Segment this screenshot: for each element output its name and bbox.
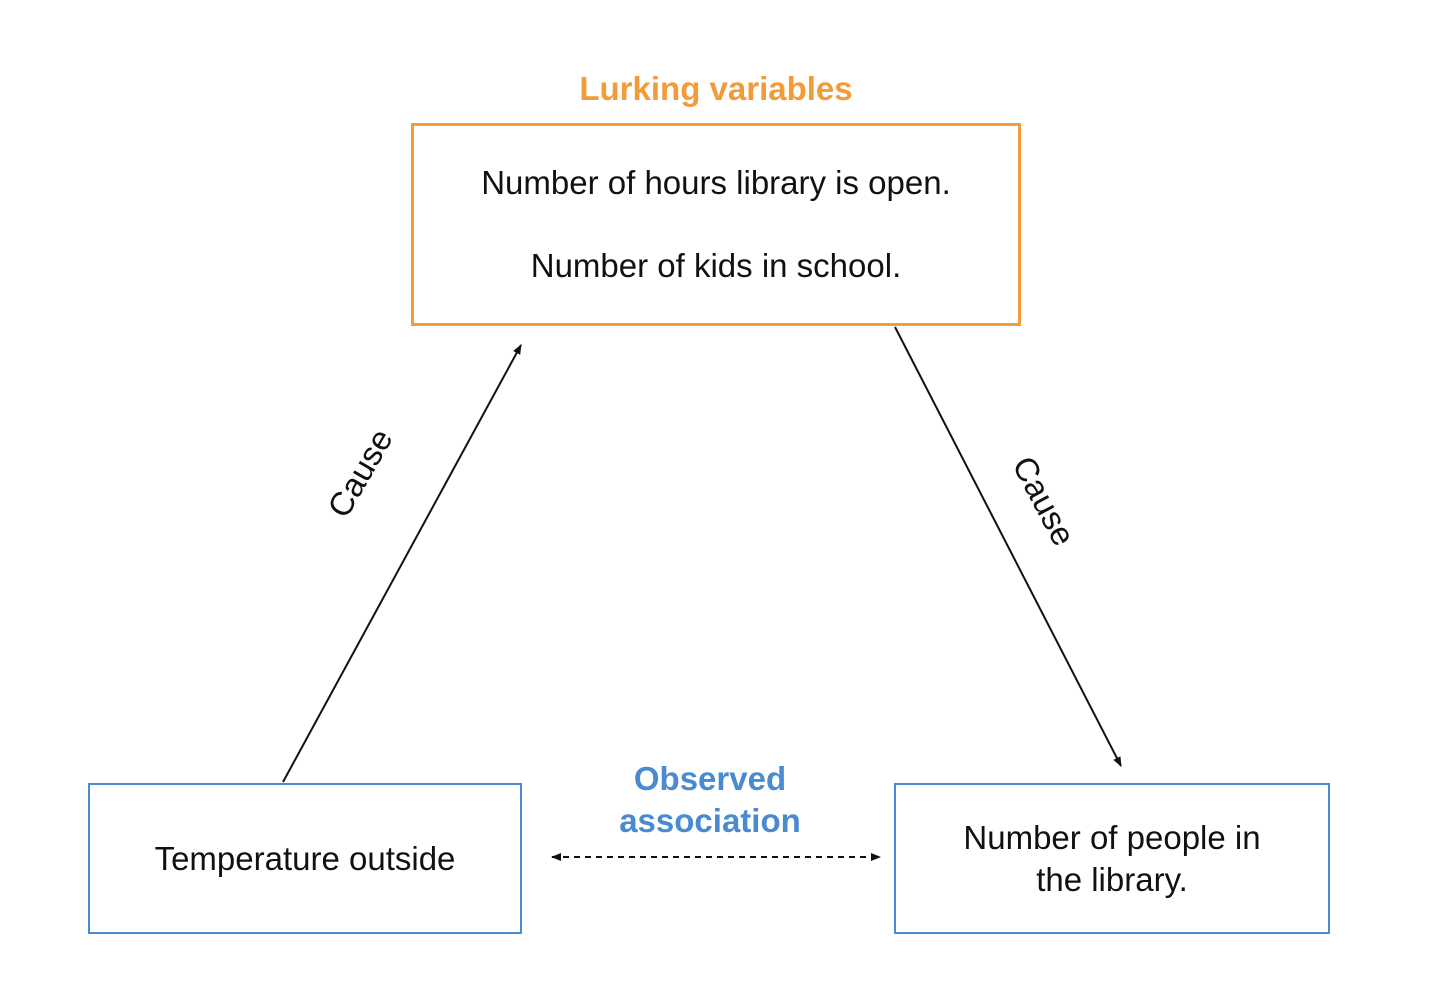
temperature-label: Temperature outside bbox=[154, 839, 456, 877]
temperature-box: Temperature outside bbox=[88, 783, 522, 934]
people-in-library-box: Number of people in the library. bbox=[894, 783, 1330, 934]
lurking-variables-heading: Lurking variables bbox=[579, 70, 853, 107]
observed-association-label: Observed association bbox=[619, 760, 801, 839]
cause-arrow-left bbox=[282, 344, 522, 783]
cause-arrow-right bbox=[894, 326, 1122, 767]
lurking-item-hours: Number of hours library is open. bbox=[481, 164, 951, 201]
people-in-library-label: Number of people in the library. bbox=[963, 818, 1261, 898]
lurking-variables-box: Number of hours library is open. Number … bbox=[411, 123, 1021, 326]
lurking-item-kids: Number of kids in school. bbox=[530, 247, 902, 284]
